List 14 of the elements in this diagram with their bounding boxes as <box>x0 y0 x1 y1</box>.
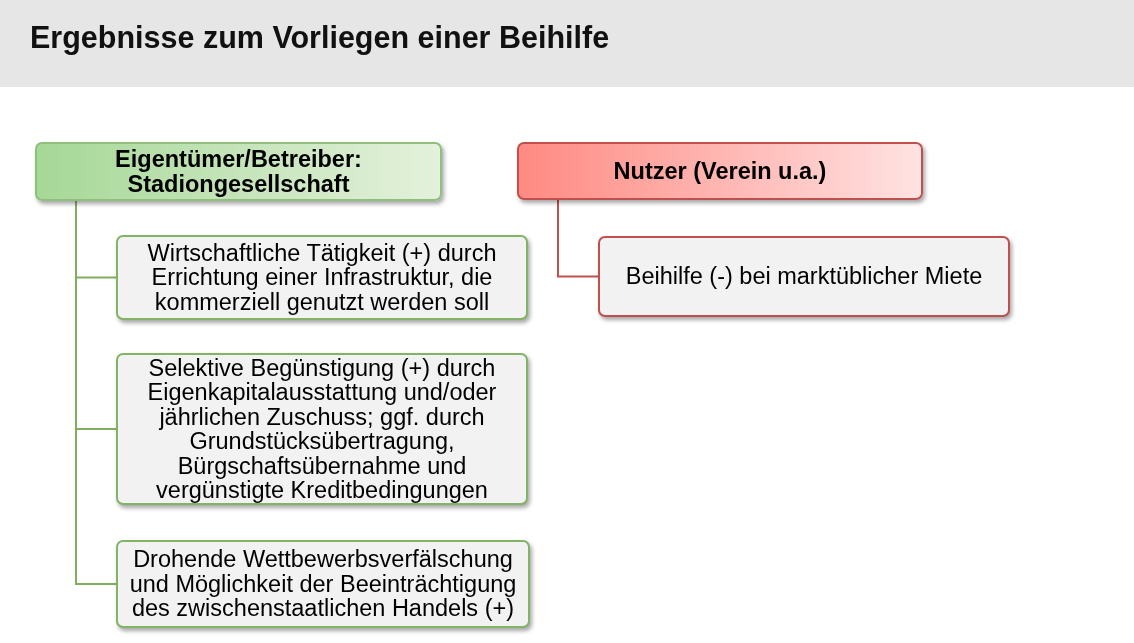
statement-box <box>598 236 1010 317</box>
box-heading: Nutzer (Verein u.a.) <box>613 158 827 184</box>
connector-line <box>557 199 599 278</box>
slide-title: Ergebnisse zum Vorliegen einer Beihilfe <box>30 20 610 55</box>
box-text: Selektive Begünstigung (+) durch Eigenkapitalausstattung und/oder jährlichen Zuschuss; ggf. durch Grundstücksübertragung, Bürgschaftsübernahme und vergünstigte Kreditbedingungen <box>146 355 498 503</box>
statement-box <box>116 353 528 505</box>
box-text: Drohende Wettbewerbsverfälschung und Möglichkeit der Beeinträchtigung des zwischenstaatlichen Handels (+) <box>128 547 518 621</box>
category-box <box>517 142 923 200</box>
box-heading: Eigentümer/Betreiber: Stadiongesellschaft <box>114 147 363 196</box>
box-text: Beihilfe (-) bei marktüblicher Miete <box>625 264 983 289</box>
statement-box <box>116 540 530 628</box>
category-box <box>35 142 442 201</box>
statement-box <box>116 235 528 320</box>
box-text: Wirtschaftliche Tätigkeit (+) durch Errichtung einer Infrastruktur, die kommerziell genutzt werden soll <box>146 240 498 315</box>
